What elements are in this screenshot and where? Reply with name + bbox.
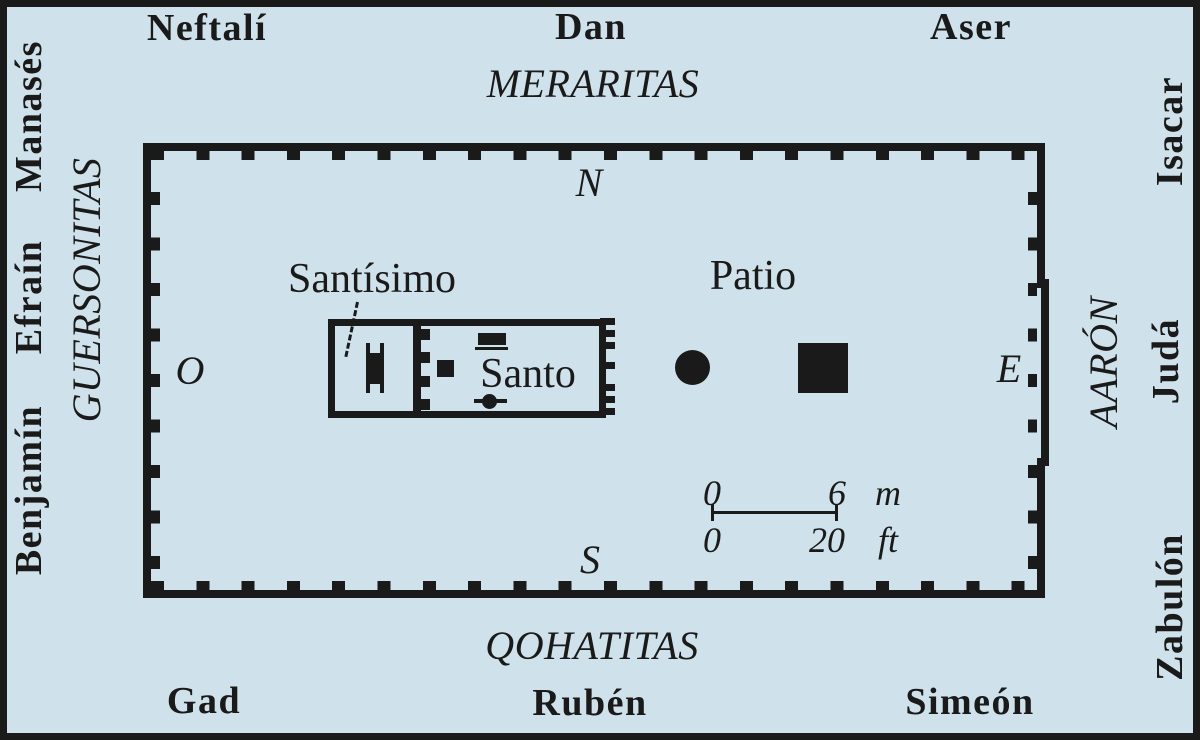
compass-east: E [996, 346, 1022, 391]
scale-m-end: 6 [828, 473, 846, 513]
veil-post [421, 376, 430, 387]
courtyard-wall [143, 143, 1037, 598]
scale-bar-tick-right [835, 504, 838, 521]
clan-label-aaron: AARÓN [1081, 296, 1126, 428]
tribe-label-benjamin: Benjamín [8, 404, 50, 576]
tribe-label-ruben: Rubén [532, 682, 648, 724]
compass-north: N [575, 160, 603, 205]
clan-label-meraritas: MERARITAS [486, 61, 700, 106]
compass-south: S [580, 537, 600, 582]
tribe-label-dan: Dan [554, 6, 628, 48]
most-holy-label: Santísimo [287, 256, 457, 302]
tribe-label-manases: Manasés [8, 40, 50, 192]
tribe-label-neftali: Neftalí [146, 7, 268, 49]
scale-ft-unit: ft [877, 520, 899, 560]
scale-ft-end: 20 [809, 520, 845, 560]
tribe-label-aser: Aser [930, 6, 1012, 48]
tent-entrance-post [600, 384, 615, 391]
tribe-label-simeon: Simeón [905, 681, 1035, 723]
courtyard-posts-west [151, 192, 160, 570]
courtyard-posts-east [1028, 192, 1037, 570]
clan-label-qohatitas: QOHATITAS [485, 623, 699, 668]
clan-label-guersonitas: GUERSONITAS [64, 157, 109, 423]
tribe-label-efrain: Efraín [8, 239, 50, 355]
courtyard-wall-east-bottom [1037, 458, 1045, 598]
veil-post [421, 352, 430, 363]
courtyard-label: Patio [709, 253, 797, 299]
tent-entrance-post [600, 318, 615, 325]
scale-ft-start: 0 [703, 520, 721, 560]
veil-post [421, 329, 430, 340]
scale-m-unit: m [875, 473, 901, 513]
tent-entrance-post [600, 330, 615, 337]
courtyard-posts-south [151, 581, 1037, 590]
scale-m-start: 0 [703, 473, 721, 513]
burnt-offering-altar-icon [798, 343, 848, 393]
tent-entrance-post [600, 342, 615, 349]
incense-altar-icon [437, 360, 454, 377]
tribe-label-zabulon: Zabulón [1149, 533, 1191, 681]
courtyard-posts-north [151, 151, 1037, 160]
tent-entrance-post [600, 408, 615, 415]
scale-bar-tick-left [711, 504, 714, 521]
courtyard-wall-east-top [1037, 143, 1045, 288]
tent-entrance-post [600, 396, 615, 403]
holy-place-label: Santo [480, 351, 576, 397]
tribe-label-isacar: Isacar [1149, 75, 1191, 187]
veil-post [421, 399, 430, 410]
tribe-label-gad: Gad [166, 680, 242, 722]
veil-divider [413, 319, 421, 418]
tribe-label-juda: Judá [1145, 317, 1187, 405]
laver-icon [675, 350, 710, 385]
tent-entrance-post [600, 362, 615, 369]
compass-west: O [175, 348, 205, 393]
gate-screen [1041, 279, 1049, 466]
scale-bar-line [712, 511, 838, 514]
